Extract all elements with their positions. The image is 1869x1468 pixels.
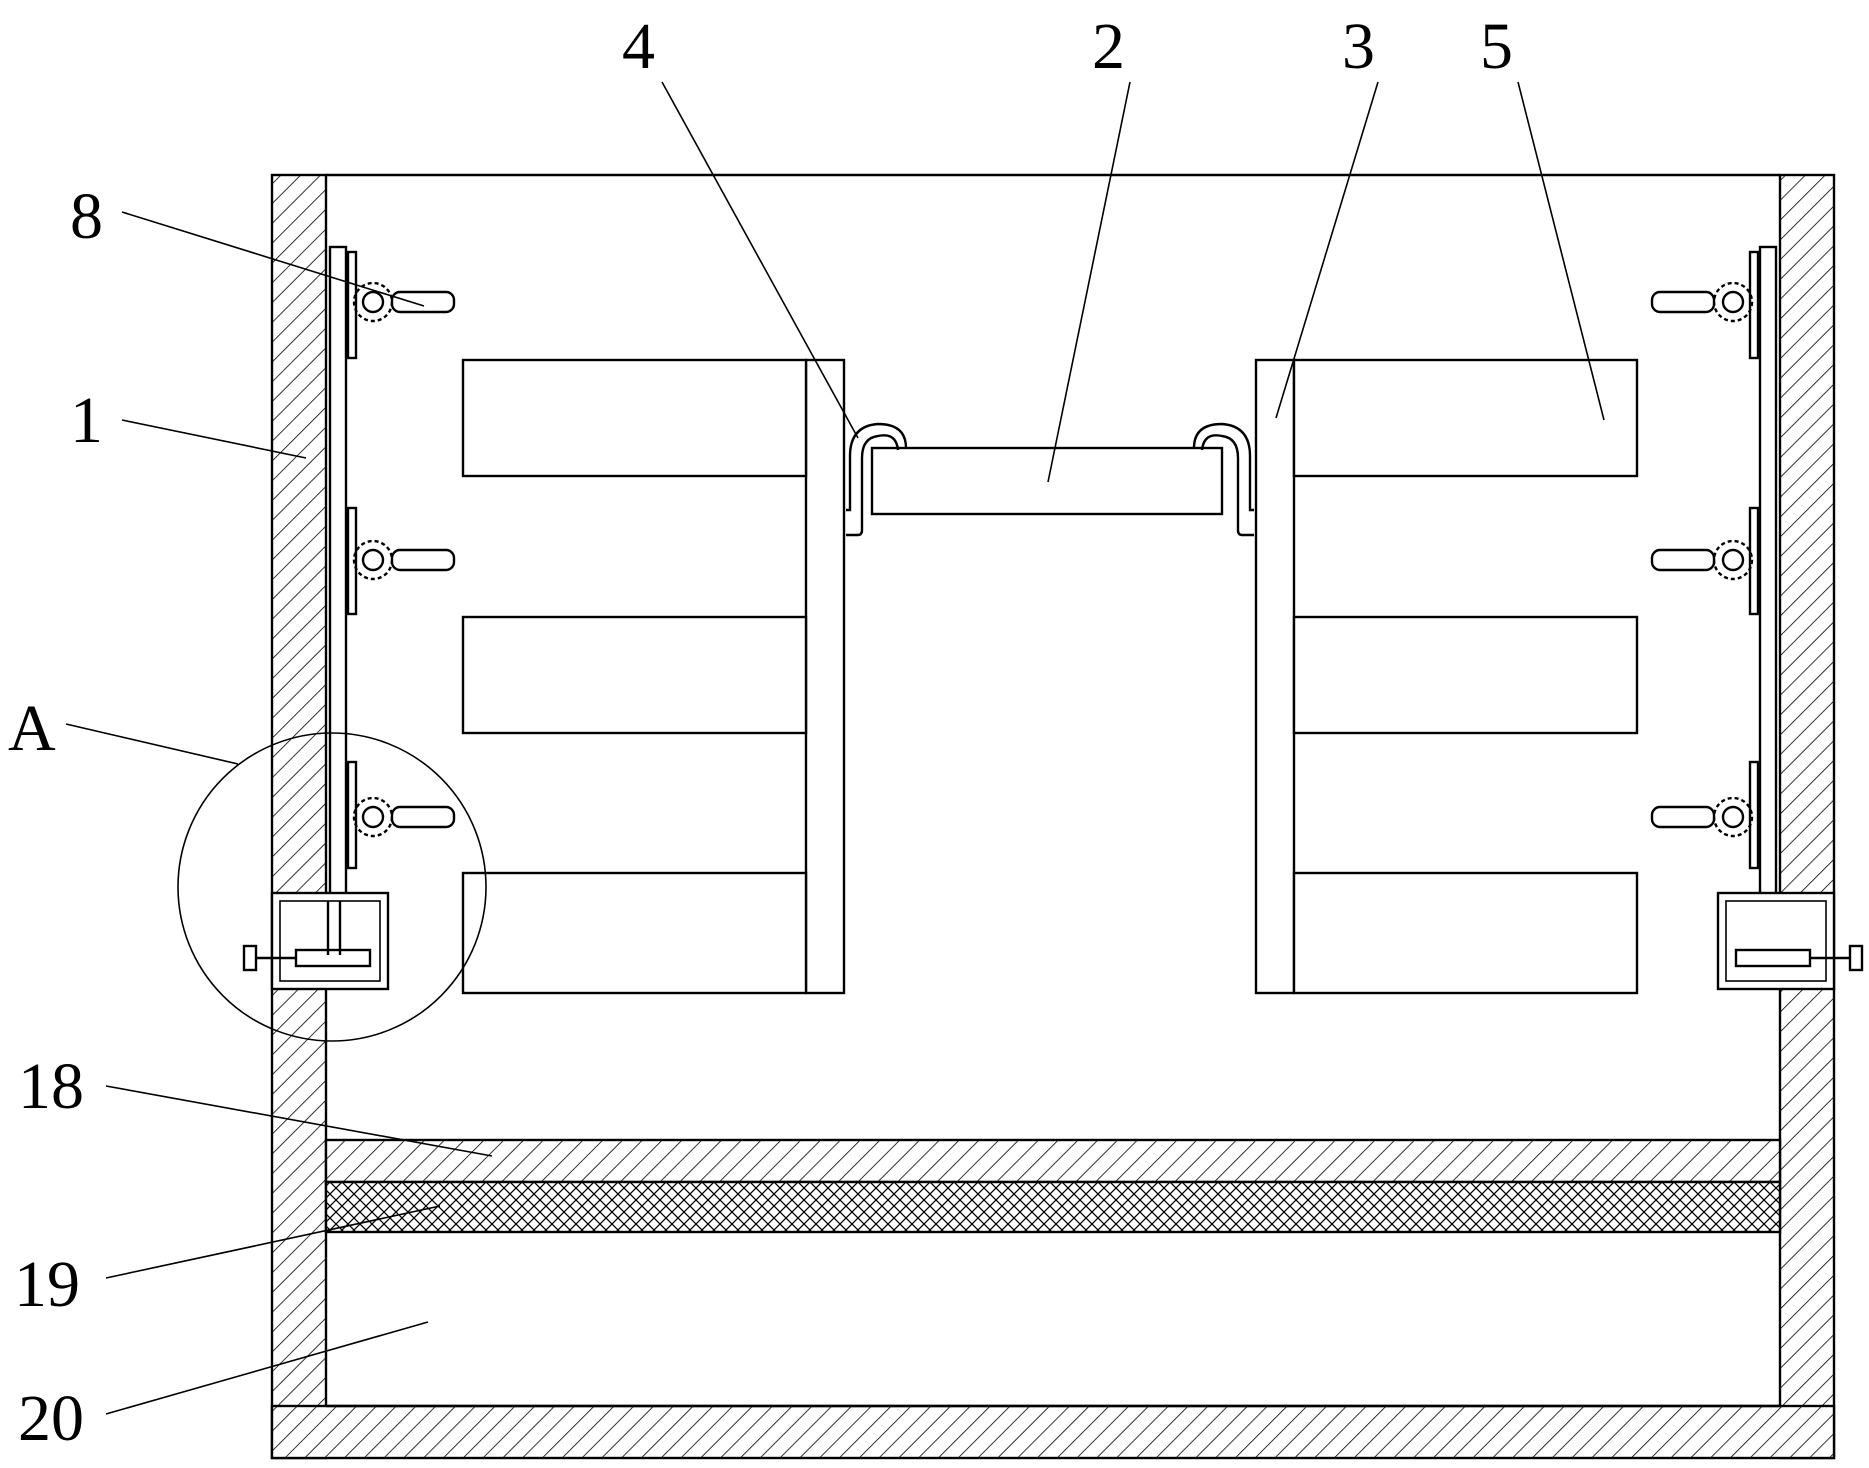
label-5: 5 [1480,10,1513,83]
label-18: 18 [18,1050,84,1123]
right-shelf-1 [1294,360,1637,476]
right-shelf-2 [1294,617,1637,733]
right-gear-unit-low [1652,762,1758,868]
label-20: 20 [18,1382,84,1455]
label-a: A [8,692,56,765]
left-gear-unit-top [348,252,454,358]
housing-right-wall [1780,175,1834,1458]
label-8: 8 [70,180,103,253]
layer-19 [326,1182,1780,1232]
leader-2 [1048,82,1130,482]
left-gear-unit-low [348,762,454,868]
right-gear-unit-mid [1652,508,1758,614]
right-lower-box [1718,893,1862,989]
left-shelf-1 [463,360,806,476]
left-shelf-2 [463,617,806,733]
left-gear-unit-mid [348,508,454,614]
layer-18 [326,1140,1780,1182]
housing-left-wall [272,175,326,1458]
left-frame [463,360,844,993]
right-shelf-3 [1294,873,1637,993]
left-shelf-3 [463,873,806,993]
left-rail [330,247,346,897]
handle-bar [846,424,1254,535]
label-1: 1 [70,384,103,457]
label-4: 4 [622,10,655,83]
label-3: 3 [1342,10,1375,83]
left-frame-post [806,360,844,993]
label-19: 19 [14,1248,80,1321]
leader-a [66,724,238,764]
left-lower-box [244,893,388,989]
right-rail [1760,247,1776,897]
label-2: 2 [1092,10,1125,83]
leader-20 [106,1322,428,1414]
right-frame-post [1256,360,1294,993]
right-frame [1256,360,1637,993]
right-gear-unit-top [1652,252,1758,358]
housing-bottom-wall [272,1406,1834,1458]
